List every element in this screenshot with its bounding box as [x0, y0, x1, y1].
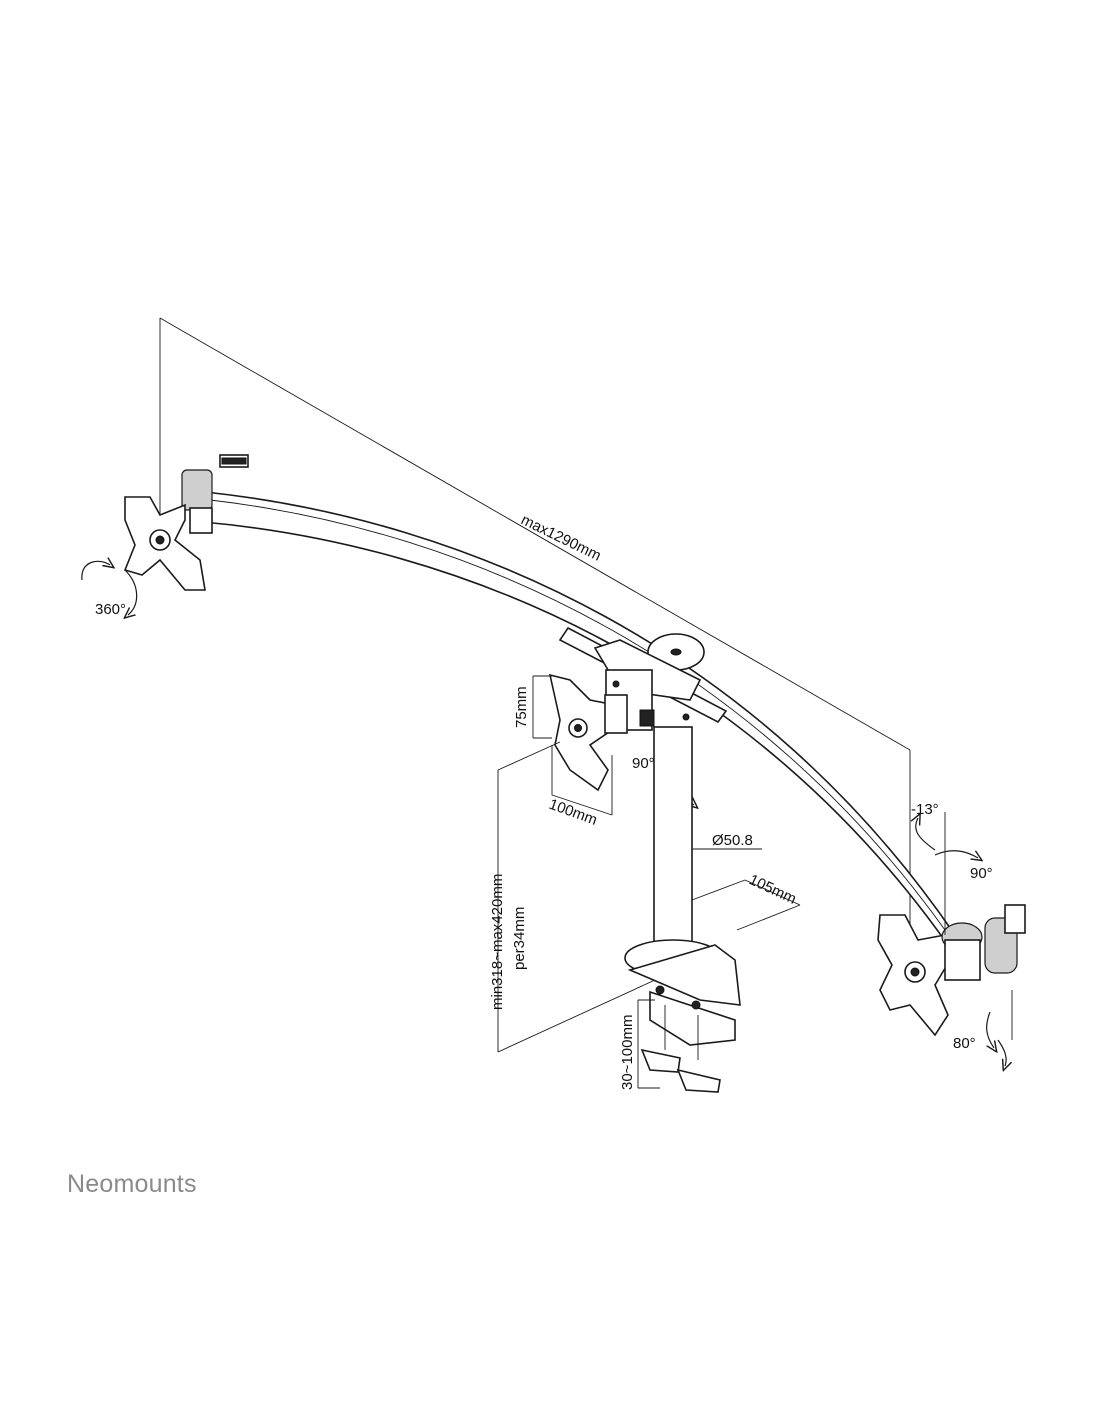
width-dimension-lines	[159, 317, 911, 925]
label-max-width: max1290mm	[518, 511, 603, 564]
pole	[653, 726, 693, 965]
label-desk-thickness: 30~100mm	[619, 1015, 636, 1090]
left-rotation-arrows	[81, 561, 138, 615]
right-monitor-head	[877, 904, 1026, 1037]
label-tilt-up: -13°	[911, 801, 939, 818]
label-swivel-center: 90°	[632, 755, 655, 772]
left-monitor-head	[123, 454, 249, 591]
desk-clamp	[624, 939, 741, 1093]
label-rotation-left: 360°	[95, 601, 126, 618]
height-dimension-lines	[497, 741, 656, 1053]
label-height-range: min318~max420mm	[489, 874, 506, 1010]
vesa-dimension-lines	[532, 675, 613, 816]
desk-thickness-dimension	[637, 999, 660, 1089]
label-vesa-height: 75mm	[513, 686, 530, 728]
base-depth-dimension	[691, 879, 801, 931]
label-swivel-right: 90°	[970, 865, 993, 882]
right-tilt-swivel-arrows	[916, 812, 1013, 1066]
center-monitor-head	[548, 673, 655, 792]
label-base-depth: 105mm	[746, 871, 799, 908]
center-hub	[558, 626, 728, 731]
label-pole-diameter: Ø50.8	[712, 832, 753, 849]
label-vesa-width: 100mm	[547, 796, 600, 829]
label-height-step: per34mm	[511, 907, 528, 970]
label-tilt-down: 80°	[953, 1035, 976, 1052]
brand-logo-text: Neomounts	[67, 1170, 197, 1198]
